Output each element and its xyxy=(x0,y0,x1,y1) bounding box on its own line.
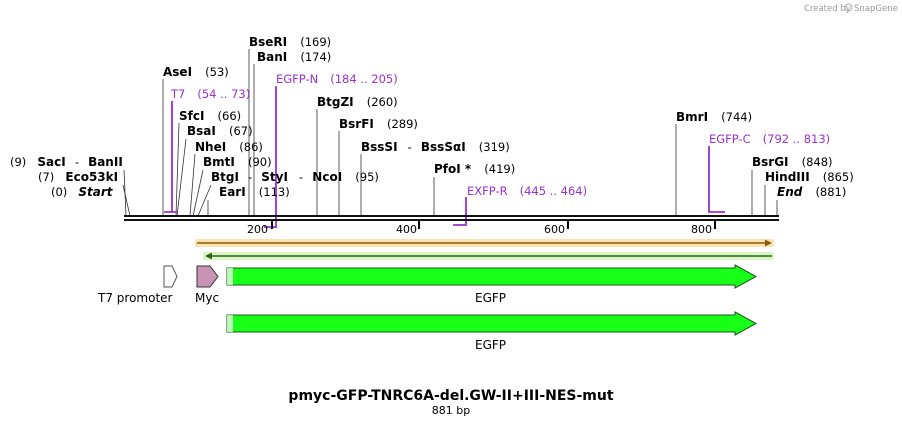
egfp-2-label: EGFP xyxy=(475,338,506,352)
snapgene-brand: SnapGene xyxy=(854,4,898,14)
credit-text: Created by xyxy=(804,4,851,14)
myc-arrow-icon xyxy=(196,265,219,288)
feature-myc: Myc xyxy=(195,265,219,305)
dna-backbone xyxy=(124,215,779,221)
site-bsai: BsaI (67) xyxy=(187,120,253,139)
orf-forward xyxy=(195,239,774,247)
site-pfoi: PfoI * (419) xyxy=(434,158,515,177)
site-bsrgi: BsrGI (848) xyxy=(752,151,833,170)
primer-labels: T7(54 .. 73) EGFP-N(184 .. 205) EXFP-R(4… xyxy=(170,72,830,198)
site-hindiii: HindIII (865) xyxy=(765,166,854,185)
site-bseri: BseRI (169) xyxy=(249,31,331,50)
ruler: 200 400 600 800 xyxy=(247,221,716,236)
egfp-1-arrow-icon xyxy=(226,264,758,289)
site-asei: AseI (53) xyxy=(163,61,229,80)
egfp-1-label: EGFP xyxy=(475,291,506,305)
tick-800: 800 xyxy=(691,223,712,236)
site-start: (0) Start xyxy=(51,181,114,200)
feature-t7-promoter: T7 promoter xyxy=(97,265,178,305)
site-bmri: BmrI (744) xyxy=(676,106,752,125)
primer-egfp-n: EGFP-N(184 .. 205) xyxy=(276,72,398,86)
myc-label: Myc xyxy=(195,291,219,305)
site-lines xyxy=(122,49,778,217)
primer-egfp-c: EGFP-C(792 .. 813) xyxy=(709,132,830,146)
site-sfci: SfcI (66) xyxy=(179,105,241,124)
site-saci: (9) SacI - BanII xyxy=(10,151,123,170)
tick-600: 600 xyxy=(544,223,565,236)
site-btgzi: BtgZI (260) xyxy=(317,91,398,110)
site-bani: BanI (174) xyxy=(257,46,331,65)
site-eco53ki: (7) Eco53kI xyxy=(38,166,118,185)
t7-promoter-arrow-icon xyxy=(163,265,178,288)
feature-egfp-2: EGFP xyxy=(226,311,758,352)
site-end: End (881) xyxy=(777,181,846,200)
tick-200: 200 xyxy=(247,223,268,236)
map-subtitle: 881 bp xyxy=(432,404,470,417)
site-bsrfi: BsrFI (289) xyxy=(339,113,418,132)
orf-reverse xyxy=(203,252,774,260)
site-eari: EarI (113) xyxy=(219,181,290,200)
t7-promoter-label: T7 promoter xyxy=(97,291,173,305)
map-title: pmyc-GFP-TNRC6A-del.GW-II+III-NES-mut xyxy=(288,388,613,404)
site-nhei: NheI (86) xyxy=(195,136,263,155)
snapgene-logo-icon xyxy=(844,3,853,12)
egfp-2-arrow-icon xyxy=(226,311,758,336)
site-bmti: BmtI (90) xyxy=(203,151,272,170)
primer-exfp-r: EXFP-R(445 .. 464) xyxy=(467,184,587,198)
site-bsssi: BssSI - BssSαI (319) xyxy=(361,136,510,155)
site-labels: (9) SacI - BanII (7) Eco53kI (0) Start A… xyxy=(10,31,854,200)
primer-t7: T7(54 .. 73) xyxy=(170,87,250,101)
feature-egfp-1: EGFP xyxy=(226,264,758,305)
primer-markers xyxy=(164,86,725,228)
site-btgi: BtgI - StyI - NcoI (95) xyxy=(211,166,379,185)
tick-400: 400 xyxy=(396,223,417,236)
